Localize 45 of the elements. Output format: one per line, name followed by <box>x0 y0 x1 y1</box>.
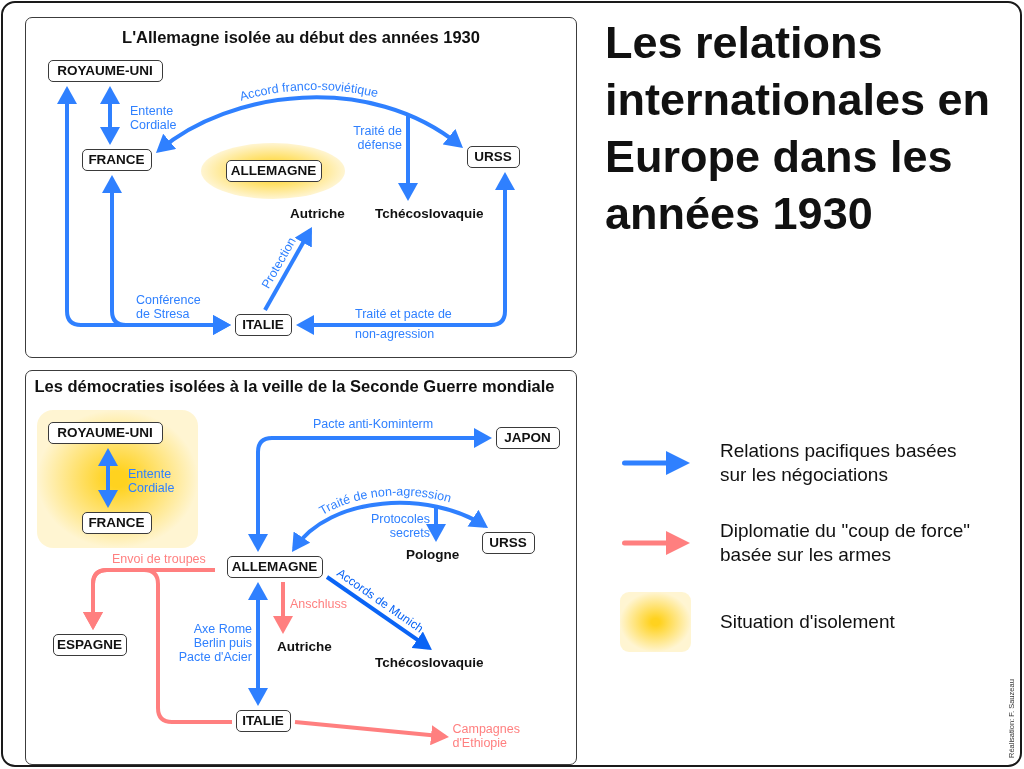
country-name: Tchécoslovaquie <box>375 204 484 223</box>
panel-heading: Les démocraties isolées à la veille de la Seconde Guerre mondiale <box>34 376 555 396</box>
edge-label: Entente Cordiale <box>130 104 177 132</box>
arrow <box>273 582 293 634</box>
arrow <box>398 115 418 201</box>
country-box: FRANCE <box>81 148 152 171</box>
panel-heading: L'Allemagne isolée au début des années 1930 <box>122 28 480 47</box>
country-name: Autriche <box>290 204 345 223</box>
title: Les relations internationales en Europe dans les années 1930 <box>605 16 992 241</box>
country-box: URSS <box>466 145 520 168</box>
country-box: URSS <box>481 531 535 554</box>
edge-label: Accord franco-soviétique <box>238 79 380 104</box>
double-arrow <box>248 582 268 706</box>
edge-label: Entente Cordiale <box>128 467 175 495</box>
country-box: ITALIE <box>235 709 291 732</box>
edge-label: Traité de défense <box>352 124 402 152</box>
panel <box>25 17 577 358</box>
arrow <box>426 507 446 542</box>
double-arrow <box>155 95 464 153</box>
legend-text: Relations pacifiques basées sur les négociations <box>720 439 958 487</box>
double-arrow <box>296 172 515 335</box>
double-arrow <box>98 448 118 508</box>
country-box: ROYAUME-UNI <box>47 59 163 82</box>
country-name: Autriche <box>277 637 332 656</box>
double-arrow <box>248 428 492 552</box>
double-arrow <box>100 86 120 145</box>
country-name: Tchécoslovaquie <box>375 653 484 672</box>
arrow <box>83 568 232 724</box>
edge-label: Envoi de troupes <box>112 552 206 566</box>
event-label: Campagnes d'Ethiopie <box>452 721 520 750</box>
country-box: JAPON <box>495 426 560 449</box>
legend-text: Diplomatie du "coup de force" basée sur les armes <box>720 519 972 567</box>
edge-label: Pacte anti-Kominterm <box>313 417 434 431</box>
edge-label: Traité et pacte de non-agression <box>355 306 453 343</box>
country-box: ALLEMAGNE <box>226 555 323 578</box>
country-box: ITALIE <box>234 313 292 336</box>
country-box: ESPAGNE <box>52 633 127 656</box>
edge-label: Axe Rome Berlin puis Pacte d'Acier <box>177 622 252 664</box>
legend-text: Situation d'isolement <box>720 610 896 634</box>
panel <box>25 370 577 765</box>
country-name: Pologne <box>406 545 460 564</box>
double-arrow <box>102 175 231 335</box>
edge-label: Conférence de Stresa <box>136 293 202 321</box>
double-arrow <box>291 500 489 552</box>
arrow <box>294 720 449 746</box>
